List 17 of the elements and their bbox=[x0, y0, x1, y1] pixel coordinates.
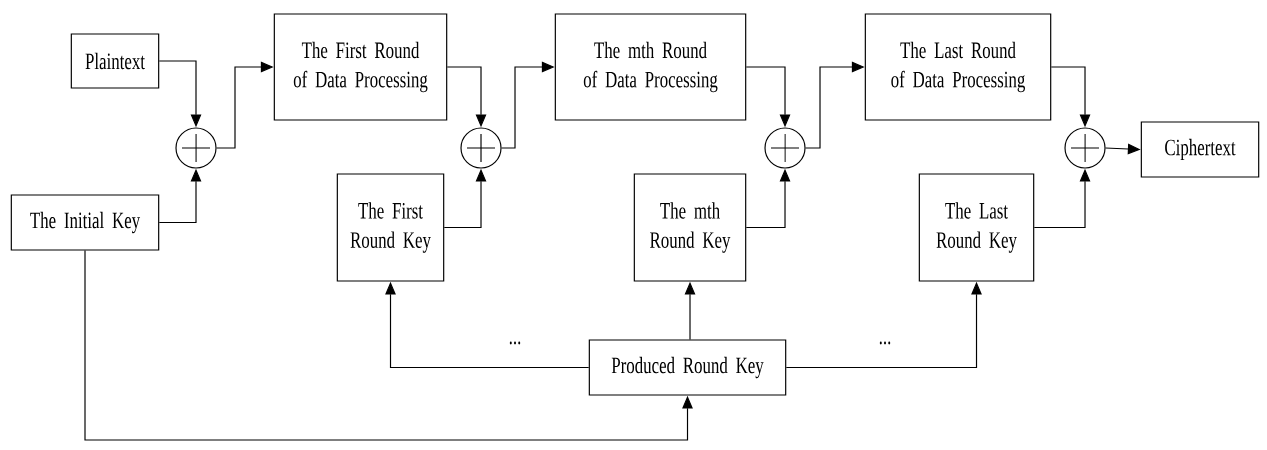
round-box: The First Round of Data Processing bbox=[273, 13, 448, 121]
ellipsis: ... bbox=[509, 341, 521, 345]
xor-symbol bbox=[460, 127, 502, 169]
key-box: The Last Round Key bbox=[918, 173, 1035, 282]
key-box: The First Round Key bbox=[336, 173, 445, 282]
round-box: The mth Round of Data Processing bbox=[554, 13, 747, 121]
xor-symbol bbox=[1064, 127, 1106, 169]
key-box: The mth Round Key bbox=[633, 173, 747, 282]
round-box: The Last Round of Data Processing bbox=[864, 13, 1052, 121]
xor-symbol bbox=[764, 127, 806, 169]
xor-symbol bbox=[175, 127, 217, 169]
key-box: The Initial Key bbox=[10, 194, 160, 251]
arrow bbox=[84, 250, 693, 441]
key-generator-box: Produced Round Key bbox=[588, 339, 787, 396]
output-box: Ciphertext bbox=[1140, 121, 1260, 178]
input-box: Plaintext bbox=[70, 33, 160, 89]
ellipsis: ... bbox=[879, 341, 891, 345]
